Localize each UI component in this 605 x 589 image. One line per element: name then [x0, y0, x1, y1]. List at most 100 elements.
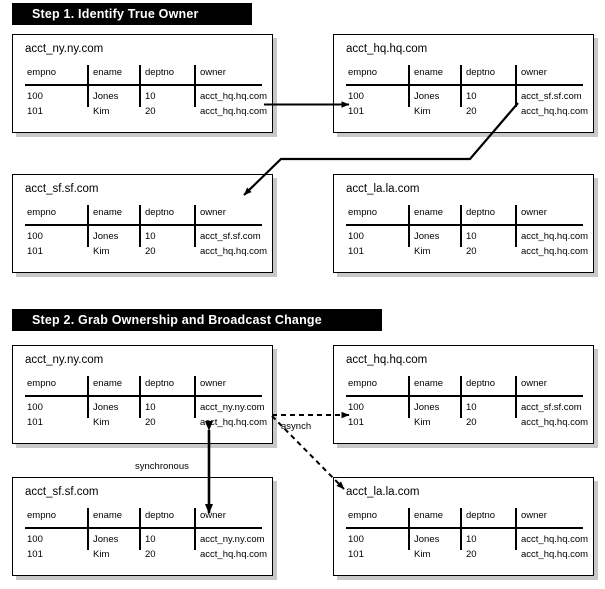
column-divider: [460, 65, 462, 107]
cell-ename: Kim: [93, 246, 110, 257]
table-row: 101 Kim 20 acct_hq.hq.com: [346, 548, 589, 563]
cell-deptno: 20: [466, 417, 477, 428]
table-header: empno ename deptno owner: [346, 205, 585, 226]
node-s2-sf: acct_sf.sf.com empno ename deptno owner …: [12, 477, 273, 576]
step-2-label: Step 2. Grab Ownership and Broadcast Cha…: [32, 313, 322, 327]
node-table: empno ename deptno owner 100 Jones 10 ac…: [25, 508, 268, 569]
header-rule: [346, 84, 583, 86]
cell-owner: acct_hq.hq.com: [521, 549, 589, 560]
column-divider: [87, 508, 89, 550]
cell-empno: 101: [348, 246, 364, 257]
cell-deptno: 10: [466, 231, 477, 242]
step-1-label: Step 1. Identify True Owner: [32, 7, 199, 21]
node-table: empno ename deptno owner 100 Jones 10 ac…: [346, 376, 588, 437]
column-divider: [460, 508, 462, 550]
cell-ename: Jones: [93, 402, 119, 413]
col-header-empno: empno: [348, 510, 378, 521]
cell-deptno: 10: [145, 402, 156, 413]
col-header-empno: empno: [27, 67, 57, 78]
cell-ename: Kim: [414, 417, 431, 428]
node-table: empno ename deptno owner 100 Jones 10 ac…: [25, 205, 268, 266]
column-divider: [87, 376, 89, 418]
col-header-owner: owner: [521, 378, 547, 389]
table-header: empno ename deptno owner: [25, 376, 264, 397]
cell-empno: 101: [348, 417, 364, 428]
cell-ename: Kim: [414, 106, 431, 117]
cell-ename: Jones: [93, 534, 119, 545]
node-table: empno ename deptno owner 100 Jones 10 ac…: [346, 65, 589, 126]
node-s2-ny: acct_ny.ny.com empno ename deptno owner …: [12, 345, 273, 444]
node-title: acct_la.la.com: [346, 486, 420, 498]
cell-deptno: 20: [145, 106, 156, 117]
cell-deptno: 20: [466, 549, 477, 560]
table-header: empno ename deptno owner: [25, 508, 264, 529]
node-s2-la: acct_la.la.com empno ename deptno owner …: [333, 477, 594, 576]
header-rule: [25, 395, 262, 397]
cell-empno: 100: [348, 91, 364, 102]
cell-empno: 101: [348, 106, 364, 117]
column-divider: [194, 65, 196, 107]
cell-deptno: 10: [145, 91, 156, 102]
column-divider: [408, 376, 410, 418]
cell-owner: acct_hq.hq.com: [521, 534, 589, 545]
cell-empno: 100: [27, 534, 43, 545]
cell-ename: Kim: [93, 417, 110, 428]
table-row: 100 Jones 10 acct_sf.sf.com: [25, 230, 264, 245]
header-rule: [346, 224, 583, 226]
cell-deptno: 10: [466, 534, 477, 545]
step-1-header: Step 1. Identify True Owner: [12, 3, 252, 25]
table-header: empno ename deptno owner: [346, 65, 585, 86]
table-header: empno ename deptno owner: [25, 205, 264, 226]
cell-empno: 100: [27, 402, 43, 413]
asynch-label: asynch: [281, 421, 312, 432]
table-header: empno ename deptno owner: [346, 376, 585, 397]
header-rule: [25, 224, 262, 226]
col-header-owner: owner: [200, 67, 226, 78]
node-title: acct_ny.ny.com: [25, 43, 104, 55]
column-divider: [194, 376, 196, 418]
col-header-ename: ename: [93, 510, 123, 521]
header-rule: [25, 84, 262, 86]
header-rule: [25, 527, 262, 529]
cell-empno: 101: [27, 246, 43, 257]
cell-owner: acct_hq.hq.com: [200, 246, 268, 257]
node-table: empno ename deptno owner 100 Jones 10 ac…: [346, 205, 589, 266]
cell-empno: 101: [348, 549, 364, 560]
table-row: 101 Kim 20 acct_hq.hq.com: [25, 416, 268, 431]
column-divider: [139, 205, 141, 247]
synchronous-label: synchronous: [135, 461, 189, 472]
table-row: 101 Kim 20 acct_hq.hq.com: [25, 245, 268, 260]
cell-deptno: 20: [145, 549, 156, 560]
column-divider: [515, 376, 517, 418]
column-divider: [139, 65, 141, 107]
column-divider: [515, 508, 517, 550]
table-row: 100 Jones 10 acct_hq.hq.com: [346, 230, 588, 245]
cell-ename: Jones: [414, 402, 440, 413]
node-s1-la: acct_la.la.com empno ename deptno owner …: [333, 174, 594, 273]
column-divider: [87, 65, 89, 107]
cell-owner: acct_hq.hq.com: [521, 106, 589, 117]
column-divider: [194, 205, 196, 247]
cell-owner: acct_hq.hq.com: [521, 246, 589, 257]
cell-deptno: 10: [145, 534, 156, 545]
cell-owner: acct_hq.hq.com: [200, 549, 268, 560]
cell-ename: Kim: [414, 246, 431, 257]
col-header-owner: owner: [200, 510, 226, 521]
col-header-owner: owner: [200, 207, 226, 218]
cell-owner: acct_hq.hq.com: [200, 417, 268, 428]
cell-empno: 101: [27, 549, 43, 560]
col-header-empno: empno: [27, 378, 57, 389]
node-s1-hq: acct_hq.hq.com empno ename deptno owner …: [333, 34, 594, 133]
cell-empno: 101: [27, 417, 43, 428]
node-table: empno ename deptno owner 100 Jones 10 ac…: [346, 508, 589, 569]
table-row: 100 Jones 10 acct_ny.ny.com: [25, 533, 265, 548]
col-header-empno: empno: [27, 510, 57, 521]
col-header-deptno: deptno: [145, 207, 175, 218]
column-divider: [515, 205, 517, 247]
cell-deptno: 20: [145, 246, 156, 257]
cell-owner: acct_hq.hq.com: [200, 91, 268, 102]
column-divider: [87, 205, 89, 247]
table-row: 101 Kim 20 acct_hq.hq.com: [25, 548, 268, 563]
node-s1-ny: acct_ny.ny.com empno ename deptno owner …: [12, 34, 273, 133]
